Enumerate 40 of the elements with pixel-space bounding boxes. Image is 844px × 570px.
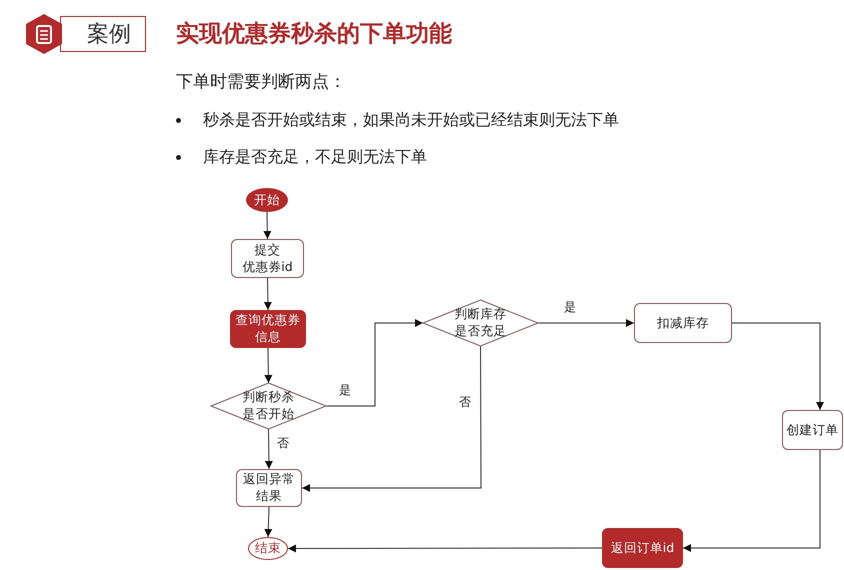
process-box (634, 303, 732, 343)
arrow (302, 346, 482, 492)
node-text: 返回订单id (610, 540, 674, 556)
node-text: 返回异常结果 (243, 471, 295, 505)
section-tag: 案例 (60, 16, 146, 52)
arrow (682, 450, 820, 552)
edge-label: 是 (338, 384, 352, 398)
arrow (538, 319, 634, 327)
intro-text: 下单时需要判断两点： (176, 71, 346, 93)
decision-diamond (423, 300, 538, 346)
node-text: 查询优惠券信息 (236, 312, 300, 346)
node-text: 开始 (254, 192, 280, 208)
edge-label: 是 (563, 301, 577, 314)
node-text: 判断秒杀是否开始 (242, 389, 294, 423)
arrow (264, 428, 273, 470)
edge-label: 否 (458, 396, 472, 410)
arrow (326, 319, 424, 406)
arrow (264, 506, 272, 538)
terminal-ellipse (248, 537, 288, 560)
arrow (732, 322, 824, 410)
terminal-ellipse (246, 188, 288, 212)
edge-label: 否 (276, 437, 290, 450)
process-box (236, 469, 302, 507)
node-text: 结束 (255, 540, 281, 557)
arrow (264, 278, 272, 310)
arrow (264, 348, 272, 384)
process-box (782, 410, 843, 450)
title: 实现优惠券秒杀的下单功能 (176, 20, 452, 49)
node-text: 创建订单 (786, 422, 838, 438)
arrow (263, 212, 272, 240)
bullet-text: 秒杀是否开始或结束，如果尚未开始或已经结束则无法下单 (203, 110, 619, 131)
arrow (288, 544, 602, 552)
process-box (602, 528, 683, 568)
bullet-text: 库存是否充足，不足则无法下单 (203, 147, 427, 168)
node-text: 扣减库存 (657, 314, 709, 332)
decision-diamond (211, 383, 326, 429)
node-text: 提交优惠券id (242, 242, 293, 276)
process-box (231, 239, 304, 278)
node-text: 判断库存是否充足 (454, 306, 506, 340)
process-box (230, 310, 306, 348)
